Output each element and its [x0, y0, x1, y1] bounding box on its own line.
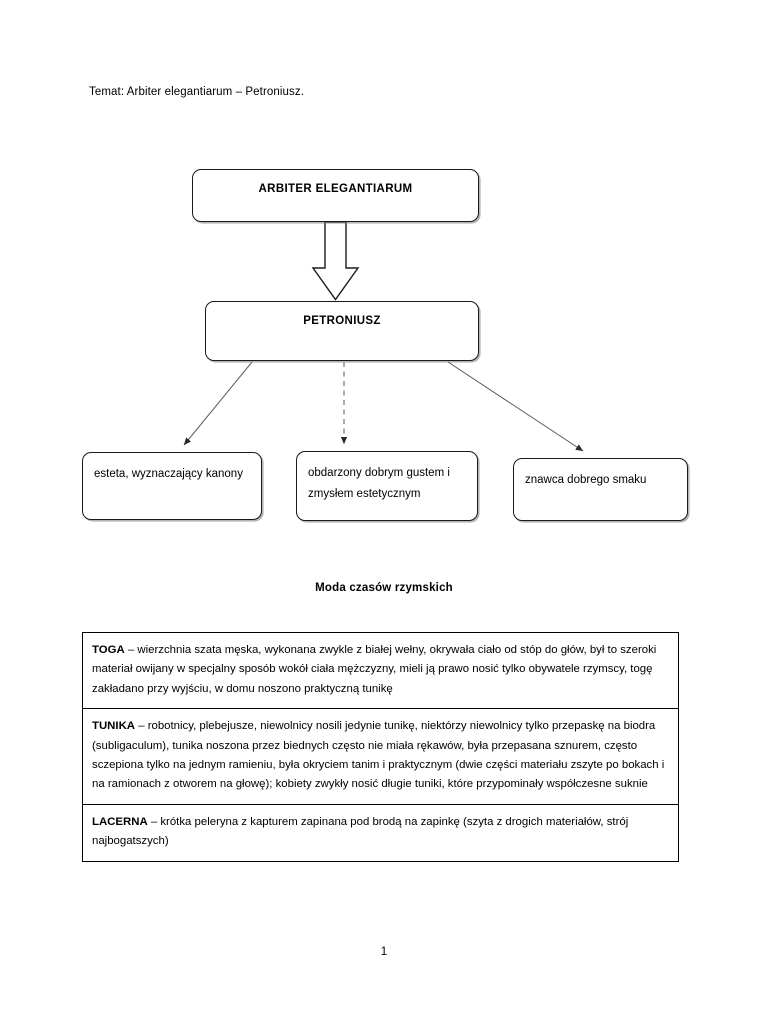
- term-label: LACERNA: [92, 815, 148, 828]
- term-description: – wierzchnia szata męska, wykonana zwykl…: [92, 644, 657, 695]
- diagram-node-label: esteta, wyznaczający kanony: [94, 468, 243, 480]
- term-label: TOGA: [92, 644, 125, 656]
- table-row: TUNIKA – robotnicy, plebejusze, niewolni…: [82, 708, 679, 805]
- diagram-node-esteta: esteta, wyznaczający kanony: [82, 452, 262, 520]
- table-cell-toga: TOGA – wierzchnia szata męska, wykonana …: [82, 631, 679, 710]
- table-row: LACERNA – krótka peleryna z kapturem zap…: [82, 803, 679, 862]
- table-cell-lacerna: LACERNA – krótka peleryna z kapturem zap…: [82, 803, 679, 862]
- block-arrow-down-icon: [311, 221, 360, 301]
- table-cell-tunika: TUNIKA – robotnicy, plebejusze, niewolni…: [82, 708, 679, 805]
- term-description: – krótka peleryna z kapturem zapinana po…: [92, 815, 629, 848]
- diagram-node-label: ARBITER ELEGANTIARUM: [258, 183, 413, 195]
- diagram-node-arbiter-elegantiarum: ARBITER ELEGANTIARUM: [192, 169, 479, 222]
- connector-petroniusz-znawca: [447, 361, 584, 452]
- diagram-node-label: obdarzony dobrym gustem i zmysłem estety…: [297, 463, 477, 505]
- diagram-node-znawca: znawca dobrego smaku: [513, 458, 688, 521]
- diagram-node-label: PETRONIUSZ: [303, 315, 381, 327]
- connector-petroniusz-esteta: [183, 361, 253, 446]
- diagram-node-label: znawca dobrego smaku: [525, 474, 647, 486]
- term-label: TUNIKA: [92, 720, 136, 733]
- term-description: – robotnicy, plebejusze, niewolnicy nosi…: [92, 720, 665, 791]
- diagram-node-label-line2: zmysłem estetycznym: [308, 488, 421, 500]
- diagram-node-obdarzony-gustem: obdarzony dobrym gustem i zmysłem estety…: [296, 451, 478, 521]
- topic-line: Temat: Arbiter elegantiarum – Petroniusz…: [89, 86, 305, 98]
- diagram-node-petroniusz: PETRONIUSZ: [205, 301, 479, 361]
- diagram-node-label-line1: obdarzony dobrym gustem i: [308, 467, 450, 479]
- fashion-table: TOGA – wierzchnia szata męska, wykonana …: [82, 631, 679, 862]
- section-heading: Moda czasów rzymskich: [315, 582, 453, 594]
- page-number: 1: [380, 946, 388, 958]
- concept-diagram: ARBITER ELEGANTIARUM PETRONIUSZ esteta, …: [82, 169, 688, 521]
- table-row: TOGA – wierzchnia szata męska, wykonana …: [82, 631, 679, 710]
